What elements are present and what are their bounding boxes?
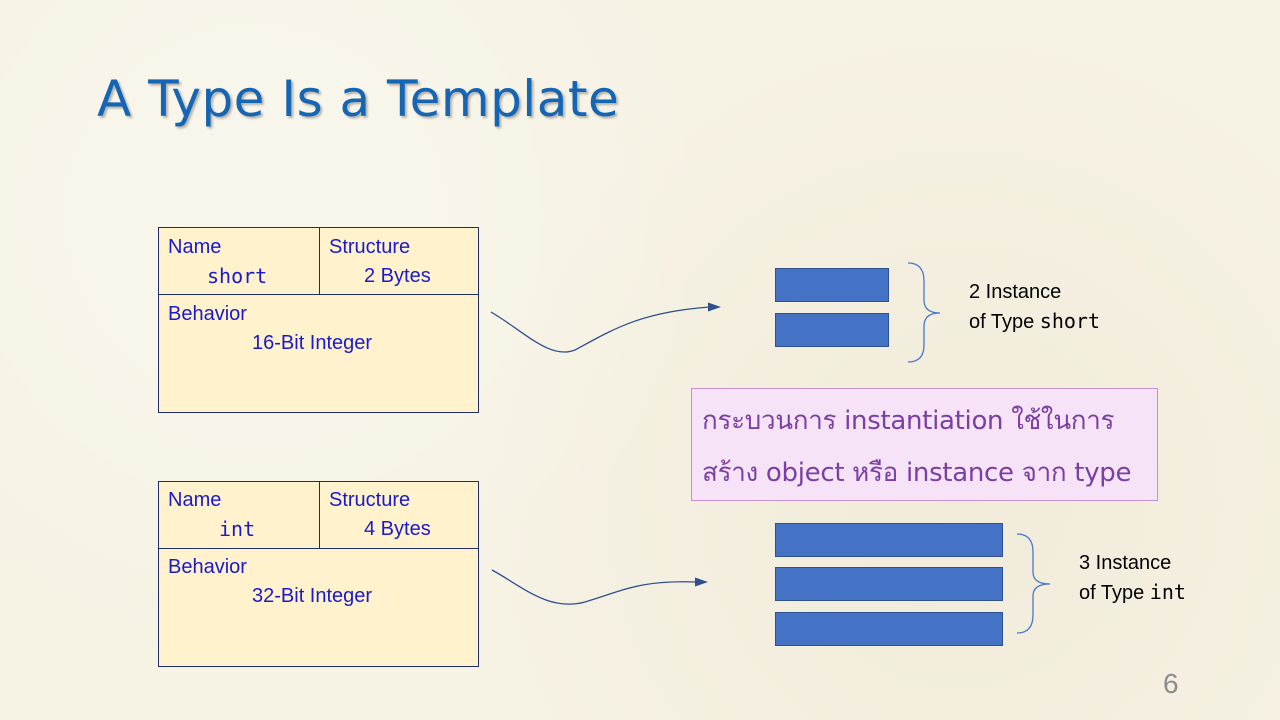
caption-type-line: of Type short — [969, 307, 1100, 337]
name-value: int — [219, 517, 256, 541]
caption-int: 3 Instance of Type int — [1079, 549, 1186, 608]
note-line-1: กระบวนการ instantiation ใช้ในการ — [702, 406, 1115, 436]
name-cell: Name int — [159, 482, 320, 549]
instance-box-int-1 — [775, 523, 1003, 557]
instance-box-short-2 — [775, 313, 889, 347]
arrow-short — [490, 306, 711, 353]
behavior-label: Behavior — [168, 556, 247, 578]
name-value: short — [207, 264, 268, 288]
brace-short — [907, 262, 941, 363]
structure-value: 2 Bytes — [364, 265, 431, 287]
caption-type-name: short — [1039, 309, 1101, 333]
type-card-short: Name short Structure 2 Bytes Behavior 16… — [158, 227, 479, 413]
note-line-2: สร้าง object หรือ instance จาก type — [702, 458, 1132, 488]
structure-cell: Structure 4 Bytes — [320, 482, 479, 549]
arrow-int — [491, 569, 698, 605]
instantiation-note: กระบวนการ instantiation ใช้ในการ สร้าง o… — [691, 388, 1158, 501]
behavior-label: Behavior — [168, 303, 247, 325]
caption-prefix: of Type — [969, 311, 1035, 333]
name-label: Name — [168, 489, 222, 511]
behavior-cell: Behavior 32-Bit Integer — [159, 549, 479, 667]
slide-title: A Type Is a Template — [97, 70, 620, 128]
structure-label: Structure — [329, 236, 411, 258]
instance-box-int-2 — [775, 567, 1003, 601]
behavior-cell: Behavior 16-Bit Integer — [159, 295, 479, 413]
name-cell: Name short — [159, 228, 320, 295]
type-card-int: Name int Structure 4 Bytes Behavior 32-B… — [158, 481, 479, 667]
caption-short: 2 Instance of Type short — [969, 278, 1100, 337]
structure-value: 4 Bytes — [364, 518, 431, 540]
caption-type-line: of Type int — [1079, 578, 1186, 608]
structure-label: Structure — [329, 489, 411, 511]
caption-count: 2 Instance — [969, 281, 1062, 303]
arrowhead-short — [708, 302, 721, 312]
instance-box-int-3 — [775, 612, 1003, 646]
page-number: 6 — [1163, 668, 1179, 699]
brace-int — [1016, 533, 1051, 634]
behavior-value: 16-Bit Integer — [252, 332, 373, 354]
caption-type-name: int — [1149, 580, 1186, 604]
structure-cell: Structure 2 Bytes — [320, 228, 479, 295]
behavior-value: 32-Bit Integer — [252, 585, 373, 607]
caption-count: 3 Instance — [1079, 552, 1172, 574]
name-label: Name — [168, 236, 222, 258]
caption-prefix: of Type — [1079, 582, 1145, 604]
instance-box-short-1 — [775, 268, 889, 302]
arrowhead-int — [695, 577, 708, 587]
